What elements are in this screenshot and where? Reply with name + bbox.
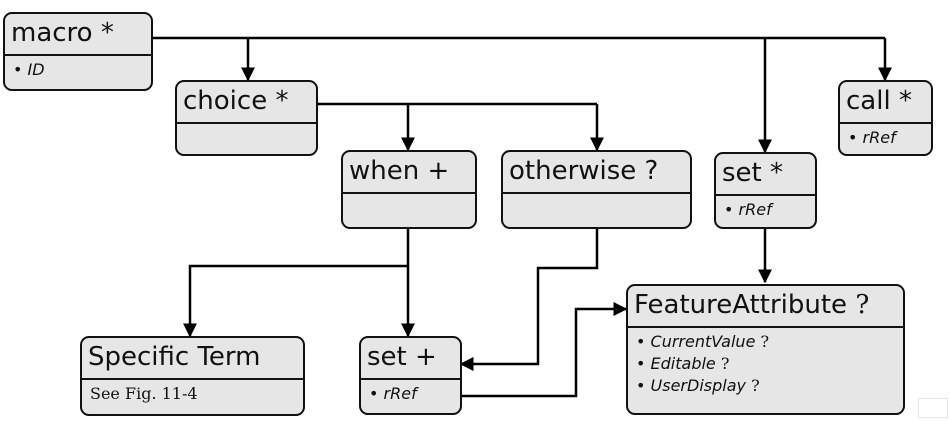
bullet-icon: • bbox=[636, 376, 646, 395]
node-title: when + bbox=[343, 152, 475, 194]
attribute-rref: • rRef bbox=[724, 199, 807, 221]
node-title-text: FeatureAttribute bbox=[634, 290, 848, 320]
edge-set-plus-feature bbox=[461, 302, 628, 398]
bullet-icon: • bbox=[13, 60, 23, 79]
node-macro[interactable]: macro * • ID bbox=[3, 12, 153, 91]
attribute-rref: • rRef bbox=[848, 127, 923, 149]
cardinality-marker: ? bbox=[855, 290, 870, 320]
bullet-icon: • bbox=[724, 200, 734, 219]
attribute-current-value: • CurrentValue ? bbox=[636, 331, 895, 353]
node-otherwise[interactable]: otherwise ? bbox=[501, 150, 692, 229]
node-title: FeatureAttribute ? bbox=[628, 286, 903, 328]
bullet-icon: • bbox=[636, 354, 646, 373]
corner-box bbox=[918, 398, 948, 418]
cardinality-marker: ? bbox=[751, 376, 760, 395]
attribute-name: UserDisplay bbox=[650, 376, 746, 395]
attribute-name: Editable bbox=[650, 354, 716, 373]
node-title: set + bbox=[361, 338, 460, 380]
attribute-name: rRef bbox=[862, 128, 896, 147]
bullet-icon: • bbox=[636, 332, 646, 351]
node-set-plus[interactable]: set + • rRef bbox=[359, 336, 462, 415]
attribute-name: rRef bbox=[738, 200, 772, 219]
attribute-editable: • Editable ? bbox=[636, 353, 895, 375]
node-set-star[interactable]: set * • rRef bbox=[714, 152, 817, 229]
node-when[interactable]: when + bbox=[341, 150, 477, 229]
attribute-id: • ID bbox=[13, 59, 143, 81]
node-feature-attribute[interactable]: FeatureAttribute ? • CurrentValue ? • Ed… bbox=[626, 284, 905, 415]
attribute-rref: • rRef bbox=[369, 383, 452, 405]
attribute-user-display: • UserDisplay ? bbox=[636, 375, 895, 397]
cardinality-marker: ? bbox=[720, 354, 730, 373]
node-title: macro * bbox=[5, 14, 151, 56]
node-title: Specific Term bbox=[82, 338, 303, 380]
bullet-icon: • bbox=[369, 384, 379, 403]
attribute-name: rRef bbox=[383, 384, 417, 403]
figure-reference: See Fig. 11-4 bbox=[90, 384, 198, 403]
node-title: choice * bbox=[177, 82, 316, 124]
node-specific-term[interactable]: Specific Term See Fig. 11-4 bbox=[80, 336, 305, 416]
node-choice[interactable]: choice * bbox=[175, 80, 318, 156]
node-title: set * bbox=[716, 154, 815, 196]
node-call[interactable]: call * • rRef bbox=[838, 80, 933, 156]
edge-when-specific-term bbox=[183, 264, 408, 338]
node-title: otherwise ? bbox=[503, 152, 690, 194]
attribute-name: CurrentValue bbox=[650, 332, 756, 351]
node-title: call * bbox=[840, 82, 931, 124]
edge-otherwise-set-plus bbox=[459, 228, 599, 371]
cardinality-marker: ? bbox=[760, 332, 770, 351]
bullet-icon: • bbox=[848, 128, 858, 147]
attribute-name: ID bbox=[27, 60, 45, 79]
